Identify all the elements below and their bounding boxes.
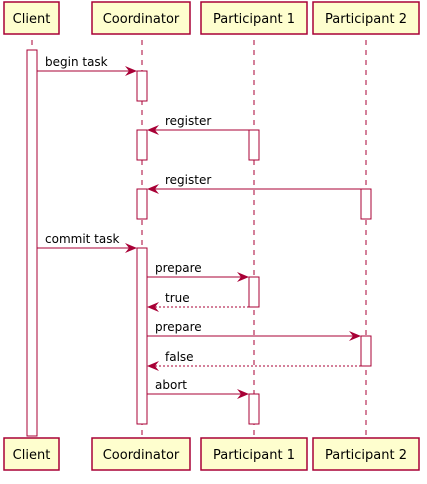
message-prepare-participant-1: prepare [147,261,249,282]
participant-footer-participant-1: Participant 1 [200,437,308,471]
message-register-participant-2: register [147,173,361,194]
participant-footer-participant-2: Participant 2 [312,437,420,471]
message-abort: abort [147,378,249,399]
activation-participant-2-b [360,335,372,367]
activation-bars [26,49,372,437]
participant-box [312,437,420,471]
message-label: register [165,114,211,128]
participant-box-coordinator: Coordinator [91,1,191,35]
participant-box [91,1,191,35]
participant-label: Coordinator [103,12,180,27]
participant-headers: Client Coordinator Participant 1 Partici… [3,1,420,35]
activation-participant-1-a [248,129,260,161]
activation-coordinator-1 [136,70,148,102]
participant-footer-coordinator: Coordinator [91,437,191,471]
participant-box [3,1,60,35]
participant-label: Participant 1 [213,448,295,463]
activation-participant-2-a [360,188,372,220]
participant-box [312,1,420,35]
participant-label: Client [13,448,51,463]
activation-coordinator-2 [136,129,148,161]
activation-client [26,49,38,437]
messages: begin task register register commit task… [37,55,361,399]
message-begin-task: begin task [37,55,137,76]
message-true-reply: true [147,291,249,312]
participant-footers: Client Coordinator Participant 1 Partici… [3,437,420,471]
participant-box-participant-2: Participant 2 [312,1,420,35]
message-label: commit task [45,232,119,246]
participant-footer-client: Client [3,437,60,471]
message-label: abort [155,378,187,392]
participant-label: Coordinator [103,448,180,463]
message-prepare-participant-2: prepare [147,320,361,341]
activation-participant-1-b [248,276,260,308]
activation-participant-1-c [248,393,260,425]
message-label: prepare [155,320,202,334]
message-commit-task: commit task [37,232,137,253]
message-label: begin task [45,55,108,69]
participant-label: Participant 2 [325,448,407,463]
message-label: register [165,173,211,187]
message-register-participant-1: register [147,114,249,135]
message-label: prepare [155,261,202,275]
participant-label: Participant 1 [213,12,295,27]
participant-box [3,437,60,471]
participant-label: Participant 2 [325,12,407,27]
participant-label: Client [13,12,51,27]
participant-box [91,437,191,471]
activation-coordinator-3 [136,188,148,220]
participant-box-participant-1: Participant 1 [200,1,308,35]
message-label: false [165,350,194,364]
message-false-reply: false [147,350,361,371]
participant-box-client: Client [3,1,60,35]
message-label: true [165,291,190,305]
activation-coordinator-4 [136,247,148,425]
participant-box [200,437,308,471]
participant-box [200,1,308,35]
